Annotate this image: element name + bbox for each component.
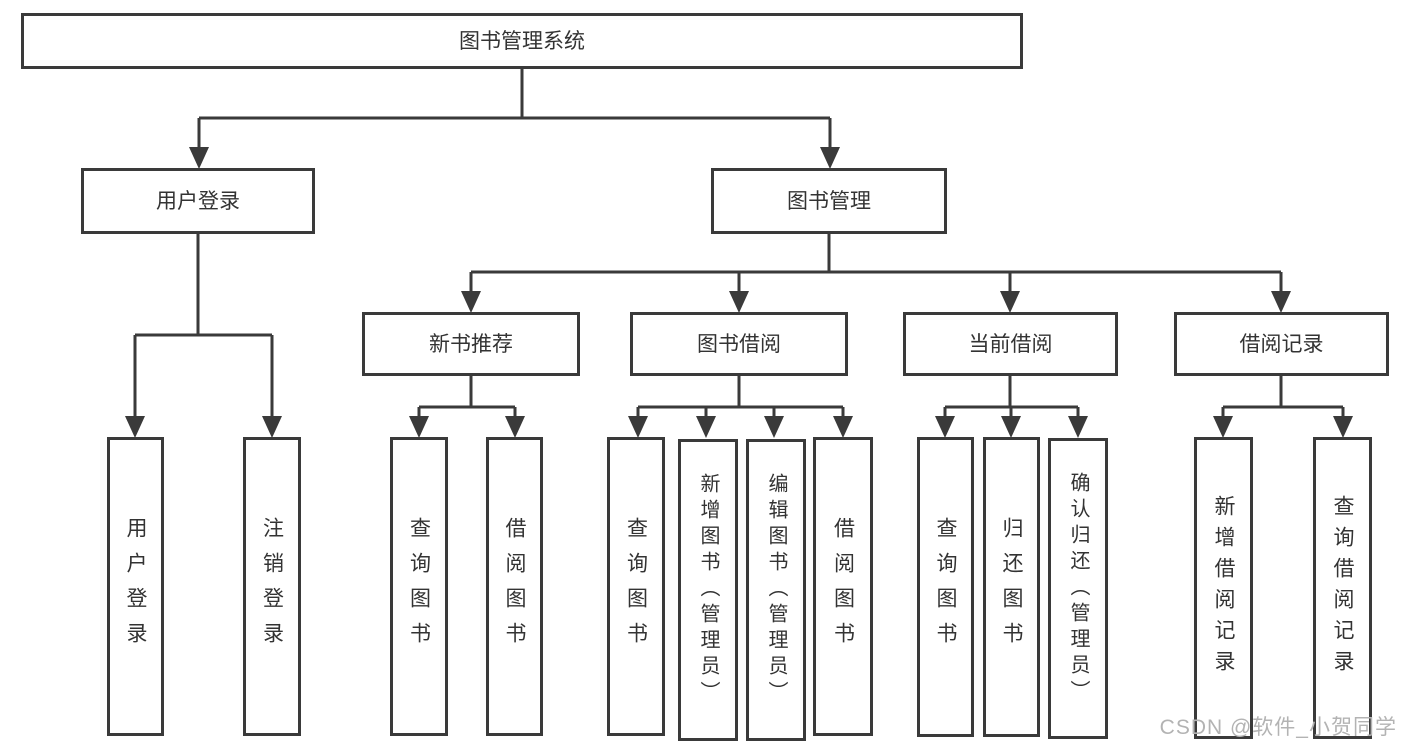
node-user-login: 用户登录 <box>81 168 315 234</box>
arrowhead <box>1001 416 1021 438</box>
node-label: 借阅记录 <box>1239 332 1324 356</box>
node-borrow-records: 借阅记录 <box>1174 312 1389 376</box>
node-label: 当前借阅 <box>968 332 1053 356</box>
node-leaf-edit-books-admin: 编辑图书（管理员） <box>746 439 806 741</box>
node-label: 查询图书 <box>624 516 648 657</box>
node-leaf-add-books-admin: 新增图书（管理员） <box>678 439 738 741</box>
arrowhead <box>1333 416 1353 438</box>
arrowhead <box>935 416 955 438</box>
connector-new-book-rec-to-children <box>409 376 525 438</box>
arrowhead <box>820 147 840 169</box>
connector-book-borrow-to-children <box>628 376 853 438</box>
node-label: 新书推荐 <box>429 332 513 356</box>
node-label: 图书借阅 <box>697 332 781 356</box>
arrowhead <box>125 416 145 438</box>
arrowhead <box>696 416 716 438</box>
connector-book-mgmt-to-children <box>461 234 1291 313</box>
connector-root-to-level2 <box>189 69 840 169</box>
arrowhead <box>262 416 282 438</box>
node-label: 借阅图书 <box>503 516 526 657</box>
arrowhead <box>1068 416 1088 438</box>
watermark: CSDN @软件_小贺同学 <box>1159 716 1397 739</box>
connector-line <box>943 376 1080 418</box>
node-library-system: 图书管理系统 <box>21 13 1023 69</box>
node-leaf-query-books-2: 查询图书 <box>607 437 665 736</box>
node-label: 新增借阅记录 <box>1212 495 1235 681</box>
node-label: 注销登录 <box>260 516 284 657</box>
arrowhead <box>189 147 209 169</box>
arrowhead <box>409 416 429 438</box>
connector-line <box>417 376 517 418</box>
connector-line <box>636 376 845 418</box>
node-leaf-add-borrow-record: 新增借阅记录 <box>1194 437 1253 739</box>
node-leaf-return-books: 归还图书 <box>983 437 1040 737</box>
node-leaf-logout: 注销登录 <box>243 437 301 736</box>
node-label: 查询图书 <box>934 517 957 657</box>
arrowhead <box>1000 291 1020 313</box>
arrowhead <box>764 416 784 438</box>
connector-user-login-to-children <box>125 234 282 438</box>
node-leaf-confirm-return-admin: 确认归还（管理员） <box>1048 438 1108 739</box>
connector-current-borrow-to-children <box>935 376 1088 438</box>
node-book-borrow: 图书借阅 <box>630 312 848 376</box>
arrowhead <box>729 291 749 313</box>
node-current-borrow: 当前借阅 <box>903 312 1118 376</box>
arrowhead <box>461 291 481 313</box>
node-label: 用户登录 <box>124 516 147 657</box>
node-leaf-borrow-books-2: 借阅图书 <box>813 437 873 736</box>
node-label: 用户登录 <box>156 189 240 213</box>
arrowhead <box>505 416 525 438</box>
node-label: 查询图书 <box>407 516 431 657</box>
node-label: 新增图书（管理员） <box>697 473 719 707</box>
node-label: 归还图书 <box>1000 517 1023 657</box>
connector-line <box>469 234 1283 292</box>
connector-line <box>133 234 274 418</box>
node-leaf-query-books-3: 查询图书 <box>917 437 974 737</box>
connector-line <box>197 69 832 150</box>
node-label: 借阅图书 <box>831 516 855 657</box>
node-leaf-query-borrow-record: 查询借阅记录 <box>1313 437 1372 739</box>
node-label: 图书管理系统 <box>459 29 585 53</box>
node-new-book-recommend: 新书推荐 <box>362 312 580 376</box>
arrowhead <box>1213 416 1233 438</box>
arrowhead <box>628 416 648 438</box>
node-leaf-borrow-books-1: 借阅图书 <box>486 437 543 736</box>
node-leaf-query-books-1: 查询图书 <box>390 437 448 736</box>
node-label: 查询借阅记录 <box>1331 495 1354 681</box>
connector-line <box>1221 376 1345 418</box>
node-leaf-user-login: 用户登录 <box>107 437 164 736</box>
node-label: 图书管理 <box>787 189 871 213</box>
node-label: 编辑图书（管理员） <box>765 473 787 707</box>
node-book-management: 图书管理 <box>711 168 947 234</box>
connector-borrow-records-to-children <box>1213 376 1353 438</box>
arrowhead <box>1271 291 1291 313</box>
arrowhead <box>833 416 853 438</box>
node-label: 确认归还（管理员） <box>1067 471 1089 706</box>
